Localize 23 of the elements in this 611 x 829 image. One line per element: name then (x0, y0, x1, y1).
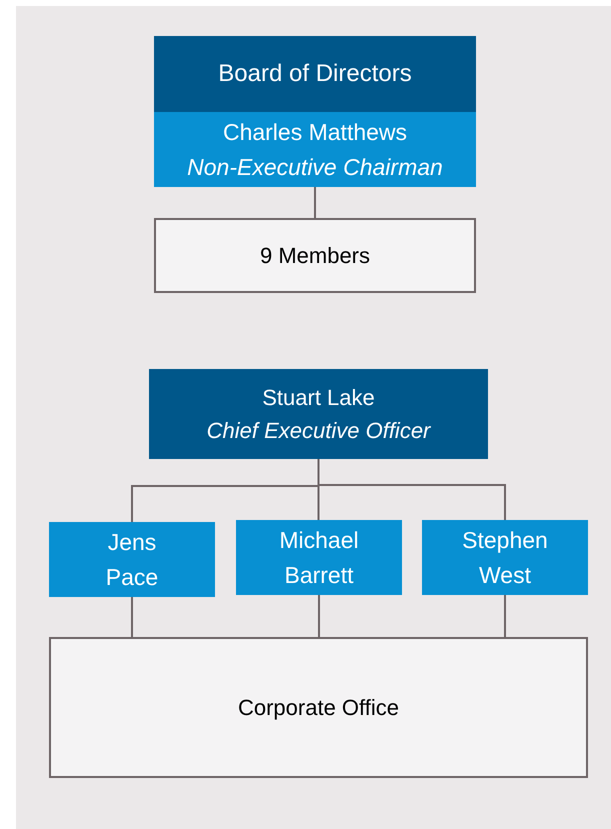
name-text: Michael Barrett (278, 526, 360, 590)
ceo-box (149, 369, 488, 459)
connector-line (318, 459, 506, 520)
executive-box (422, 520, 588, 595)
office-box (49, 637, 588, 778)
role-text: Non-Executive Chairman (187, 152, 443, 182)
name-text: 9 Members (260, 242, 370, 270)
role-text: Chief Executive Officer (206, 417, 430, 445)
name-text: Jens Pace (104, 528, 160, 592)
connector-line (318, 595, 320, 637)
name-text: Charles Matthews (222, 118, 408, 147)
board-box (154, 36, 476, 112)
executive-box (236, 520, 402, 595)
connector-line (131, 597, 133, 637)
name-text: Stuart Lake (262, 384, 375, 412)
name-text: Board of Directors (218, 59, 412, 89)
connector-line (314, 187, 316, 218)
chairman-box (154, 112, 476, 187)
name-text: Corporate Office (238, 694, 399, 722)
name-text: Stephen West (461, 526, 549, 590)
executive-box (49, 522, 215, 597)
members-box (154, 218, 476, 293)
connector-line (504, 595, 506, 637)
